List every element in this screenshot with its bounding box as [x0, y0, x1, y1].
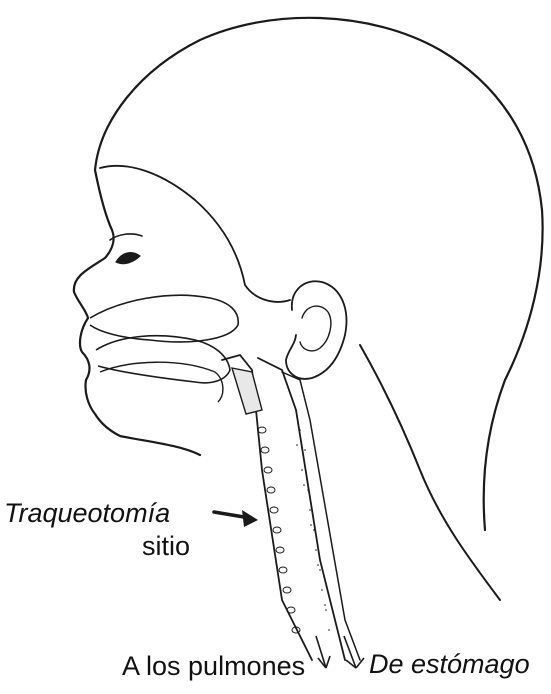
- nasal-cavity: [90, 295, 238, 342]
- esophagus: [282, 372, 360, 660]
- ear-inner: [300, 306, 331, 351]
- neck-back-line: [360, 345, 500, 600]
- from-stomach-label: De estómago: [369, 649, 530, 679]
- airway-tube: [222, 355, 345, 660]
- from-stomach-arrow: [344, 636, 364, 668]
- esophagus-stippling: [296, 429, 330, 631]
- larynx: [232, 368, 262, 414]
- to-lungs-arrow: [316, 636, 330, 668]
- to-lungs-label: A los pulmones: [122, 651, 305, 681]
- eyebrow: [110, 234, 142, 240]
- head-outline: [74, 18, 543, 530]
- ear: [286, 281, 346, 379]
- oral-cavity: [96, 336, 230, 383]
- tracheotomy-label-line1: Traqueotomía: [4, 498, 170, 528]
- eye: [116, 253, 140, 264]
- tracheotomy-arrow: [214, 510, 258, 527]
- tracheal-rings: [258, 427, 300, 633]
- tracheotomy-label-line2: sitio: [142, 531, 190, 561]
